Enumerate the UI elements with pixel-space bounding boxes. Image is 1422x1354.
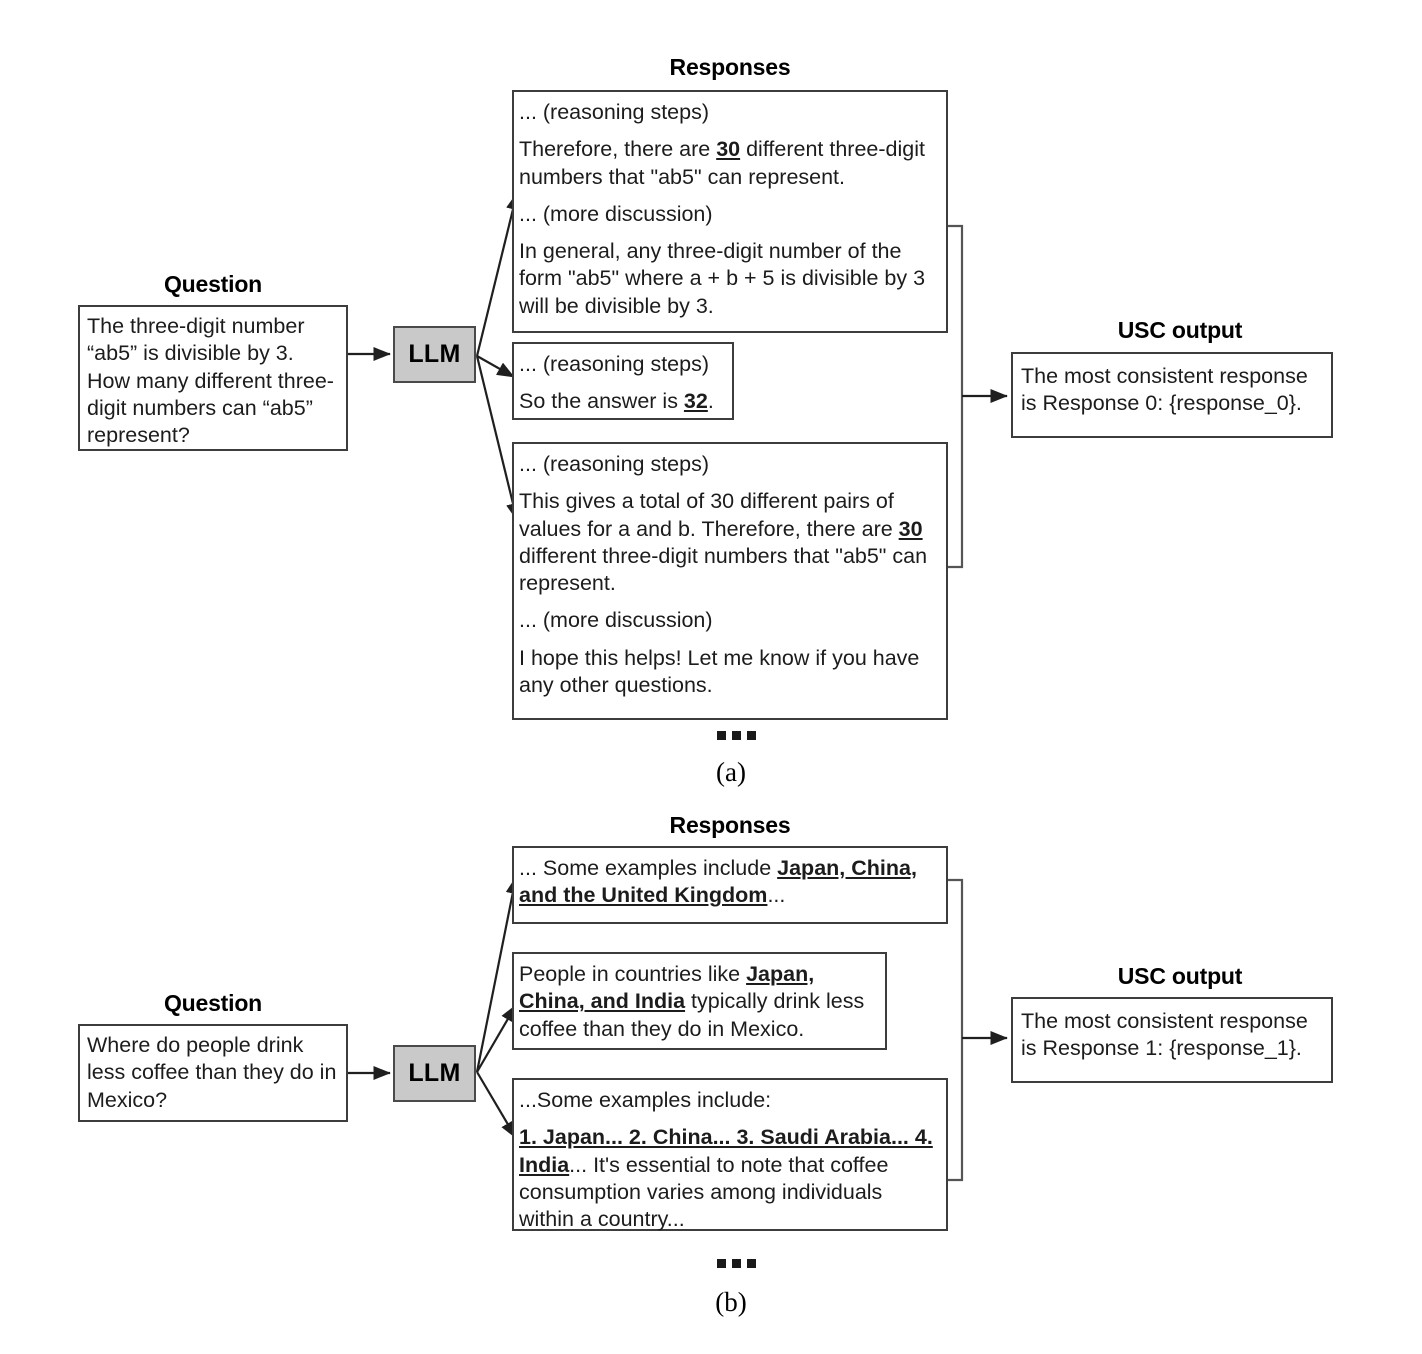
response-0-line-0-b: ... Some examples include Japan, China, … <box>519 856 917 908</box>
response-2-line-0-b: ...Some examples include: <box>519 1088 772 1112</box>
response-2-line-1-a: This gives a total of 30 different pairs… <box>519 489 928 596</box>
more-responses-indicator-b <box>717 1259 756 1268</box>
question-title-b: Question <box>163 990 263 1016</box>
llm-label-a: LLM <box>408 340 461 368</box>
response-box-0-b: ... Some examples include Japan, China, … <box>512 846 948 924</box>
response-0-line-3-a: In general, any three-digit number of th… <box>519 239 926 318</box>
panel-caption-a: (a) <box>716 757 746 787</box>
panel-b: Responses Question Where do people drink… <box>0 0 1422 1317</box>
question-title-a: Question <box>163 271 263 297</box>
arrow-llm-to-response-0-b <box>475 876 520 1073</box>
question-box-b: Where do people drink less coffee than t… <box>78 1024 348 1122</box>
usc-output-title-b: USC output <box>1117 963 1243 989</box>
response-box-1-b: People in countries like Japan, China, a… <box>512 952 887 1050</box>
usc-output-box-a: The most consistent response is Response… <box>1011 352 1333 438</box>
response-box-2-b: ...Some examples include: 1. Japan... 2.… <box>512 1078 948 1231</box>
usc-output-box-b: The most consistent response is Response… <box>1011 997 1333 1083</box>
llm-node-b: LLM <box>393 1045 476 1102</box>
question-text-b: Where do people drink less coffee than t… <box>87 1033 337 1112</box>
response-box-2-a: ... (reasoning steps) This gives a total… <box>512 442 948 720</box>
response-1-line-0-b: People in countries like Japan, China, a… <box>519 962 865 1041</box>
usc-output-title-a: USC output <box>1117 317 1243 343</box>
responses-title-b: Responses <box>669 812 791 838</box>
response-2-line-2-a: ... (more discussion) <box>519 608 713 633</box>
question-box-a: The three-digit number “ab5” is divisibl… <box>78 305 348 451</box>
question-text-a: The three-digit number “ab5” is divisibl… <box>87 314 334 448</box>
llm-node-a: LLM <box>393 326 476 383</box>
response-2-line-1-b: 1. Japan... 2. China... 3. Saudi Arabia.… <box>519 1125 933 1232</box>
bracket-responses-b <box>947 878 964 1182</box>
arrow-llm-to-response-1-b <box>476 1004 517 1073</box>
panel-caption-b: (b) <box>715 1287 747 1317</box>
more-responses-indicator-a <box>717 731 756 740</box>
response-1-line-0-a: ... (reasoning steps) <box>519 352 710 376</box>
usc-output-text-a: The most consistent response is Response… <box>1021 364 1308 416</box>
response-2-line-3-a: I hope this helps! Let me know if you ha… <box>519 645 920 698</box>
panel-a: Responses Question The three-digit numbe… <box>78 54 1333 787</box>
response-2-line-0-a: ... (reasoning steps) <box>519 452 710 476</box>
arrow-llm-to-response-2-b <box>476 1071 517 1139</box>
response-box-0-a: ... (reasoning steps) Therefore, there a… <box>512 90 948 333</box>
response-0-line-0-a: ... (reasoning steps) <box>519 100 710 124</box>
response-0-line-1-a: Therefore, there are 30 different three-… <box>519 137 925 189</box>
response-0-line-2-a: ... (more discussion) <box>519 201 713 226</box>
llm-label-b: LLM <box>408 1059 461 1087</box>
responses-title-a: Responses <box>669 54 791 80</box>
response-box-1-a: ... (reasoning steps) So the answer is 3… <box>512 342 734 420</box>
response-1-line-1-a: So the answer is 32. <box>519 389 714 414</box>
usc-output-text-b: The most consistent response is Response… <box>1021 1009 1308 1061</box>
